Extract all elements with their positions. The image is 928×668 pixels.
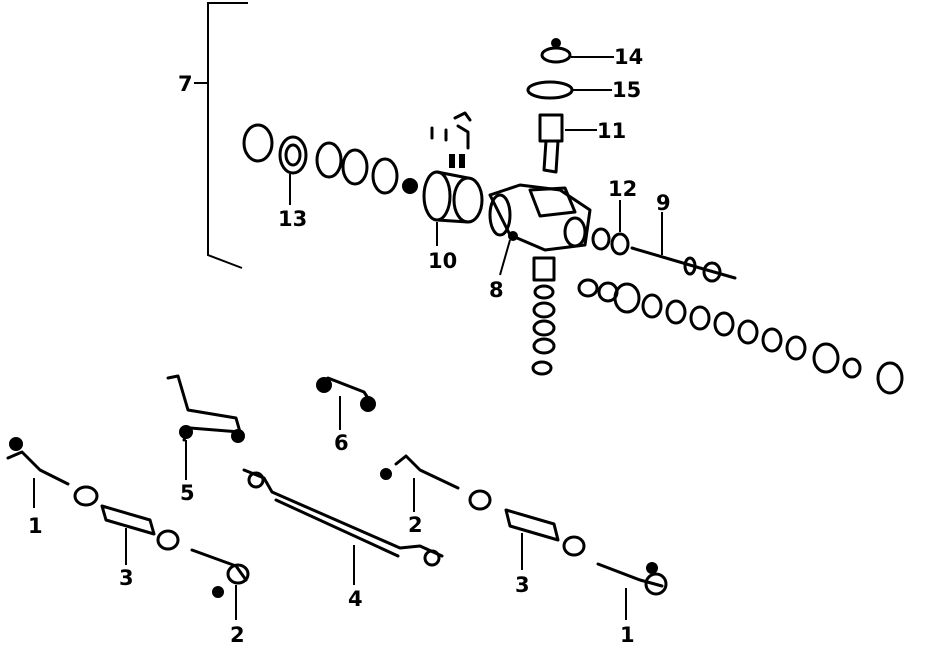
callout-1-left: 1	[28, 514, 43, 538]
left-outer-tie-rod-end	[6, 437, 70, 508]
pitman-arm	[166, 374, 245, 480]
input-shaft-assembly	[526, 38, 614, 174]
assembly-bracket	[194, 2, 248, 269]
rack-ring-series	[577, 278, 904, 395]
worm-shaft-parts	[591, 200, 737, 283]
right-inner-tie-rod-end	[380, 454, 460, 512]
center-link	[242, 468, 444, 585]
callout-11: 11	[597, 119, 626, 143]
right-adjuster-sleeve	[468, 489, 586, 570]
callout-8: 8	[489, 278, 504, 302]
gear-housing	[488, 183, 592, 276]
callout-2-right: 2	[408, 513, 423, 537]
callout-2-left: 2	[230, 623, 245, 647]
callout-5: 5	[180, 481, 195, 505]
callout-7: 7	[178, 72, 193, 96]
idler-arm	[316, 376, 376, 430]
seal-rings	[242, 123, 418, 205]
left-inner-tie-rod-end	[190, 548, 250, 620]
callout-3-left: 3	[119, 566, 134, 590]
callout-14: 14	[614, 45, 643, 69]
sector-shaft-stack	[531, 256, 556, 376]
callout-9: 9	[656, 191, 671, 215]
right-outer-tie-rod-end	[596, 562, 668, 620]
valve-body-assembly	[422, 111, 484, 246]
callout-3-right: 3	[515, 573, 530, 597]
callout-10: 10	[428, 249, 457, 273]
callout-1-right: 1	[620, 623, 635, 647]
callout-4: 4	[348, 587, 363, 611]
callout-6: 6	[334, 431, 349, 455]
callout-12: 12	[608, 177, 637, 201]
callout-15: 15	[612, 78, 641, 102]
callout-13: 13	[278, 207, 307, 231]
left-adjuster-sleeve	[73, 485, 180, 565]
